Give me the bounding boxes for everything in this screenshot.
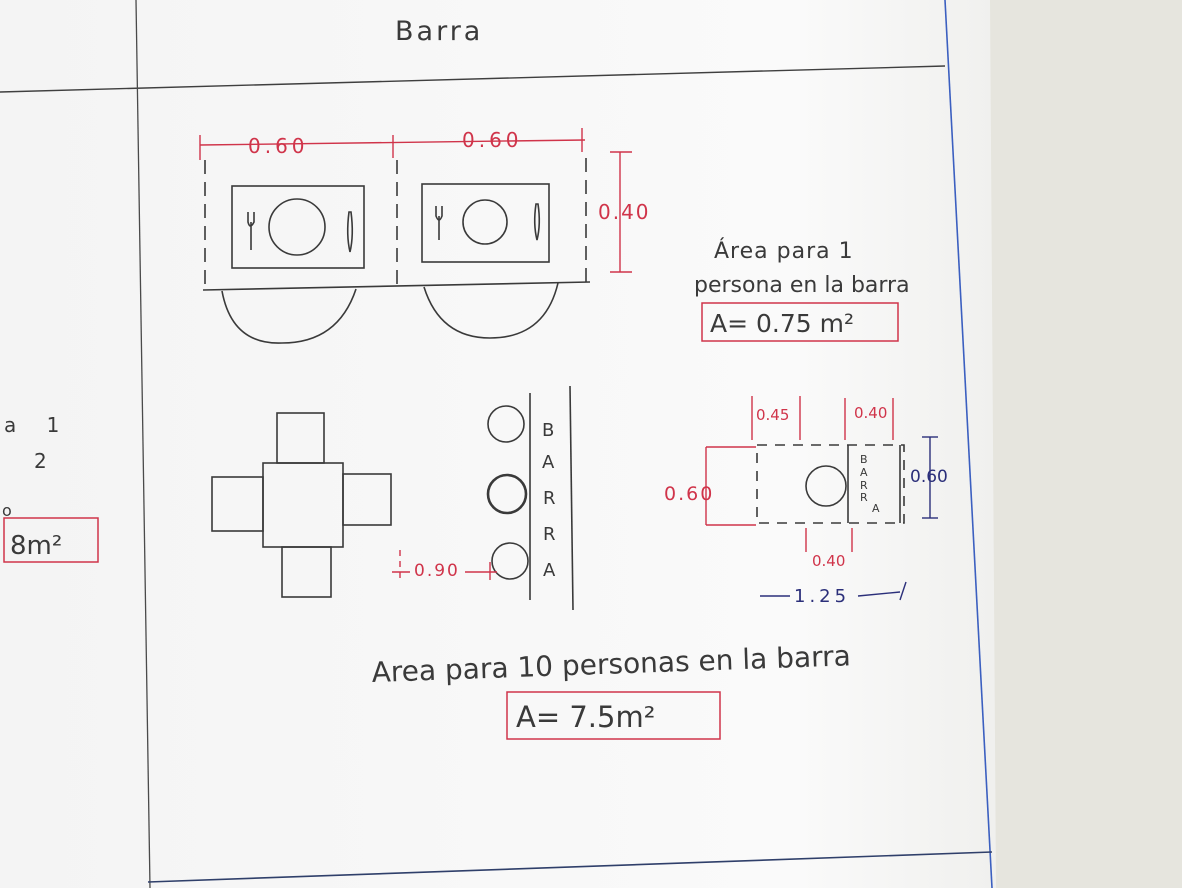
area-ten-formula: A= 7.5m² [516, 700, 655, 734]
dim-depth: 0.40 [598, 200, 651, 224]
fork-icon [435, 206, 443, 240]
module-letter-a: A [872, 502, 880, 515]
stool-circle [487, 405, 525, 443]
plate-icon [268, 198, 326, 256]
page-grid-lines [0, 0, 993, 888]
dim-top-left: 0.45 [756, 406, 789, 424]
area-one-formula: A= 0.75 m² [710, 309, 854, 338]
module-letter-b: B [860, 453, 868, 466]
module-letter-r: R [860, 491, 868, 504]
place-setting-plan [199, 128, 632, 344]
page-heading: Barra [395, 16, 483, 47]
module-letter-r: R [860, 479, 868, 492]
dim-top-right: 0.40 [854, 404, 887, 422]
area-one-line-2: persona en la barra [694, 273, 910, 298]
stool-circle [491, 542, 529, 580]
margin-line-2: 2 [34, 449, 47, 473]
plate-icon [462, 199, 508, 245]
margin-line-1: a 1 [4, 413, 71, 437]
margin-area-box [3, 517, 99, 563]
bar-letter-a: A [543, 560, 556, 581]
bar-letter-r: R [543, 488, 556, 509]
stool-shape [423, 282, 559, 339]
area-one-box [701, 302, 899, 342]
bar-letter-r: R [543, 524, 556, 545]
stool-circle [486, 473, 528, 515]
dim-left: 0.60 [664, 483, 714, 505]
margin-area: 8m² [10, 531, 62, 561]
module-letter-a: A [860, 466, 868, 479]
dim-total: 1.25 [794, 586, 850, 607]
paper [0, 0, 996, 888]
area-ten-box [506, 691, 721, 740]
stool-circle [805, 465, 847, 507]
stool-shape [221, 288, 357, 344]
dim-width-left: 0.60 [248, 134, 309, 158]
bar-letter-a: A [542, 452, 555, 473]
dim-width-right: 0.60 [462, 128, 523, 152]
margin-fragment: a 1 2 o 8m² [2, 413, 99, 563]
area-one-note: Área para 1 persona en la barra A= 0.75 … [694, 238, 910, 342]
bar-letter-b: B [542, 420, 554, 441]
bar-row-plan [392, 385, 574, 611]
cross-table-plan [211, 412, 392, 598]
knife-icon [533, 203, 541, 241]
dim-bar-spacing: 0.90 [414, 561, 460, 581]
dim-bottom: 0.40 [812, 552, 845, 570]
dim-right: 0.60 [910, 467, 948, 487]
area-one-line-1: Área para 1 [714, 238, 854, 264]
margin-line-3: o [2, 501, 12, 520]
fork-icon [247, 212, 255, 250]
single-module-plan [705, 396, 938, 601]
knife-icon [346, 211, 354, 253]
